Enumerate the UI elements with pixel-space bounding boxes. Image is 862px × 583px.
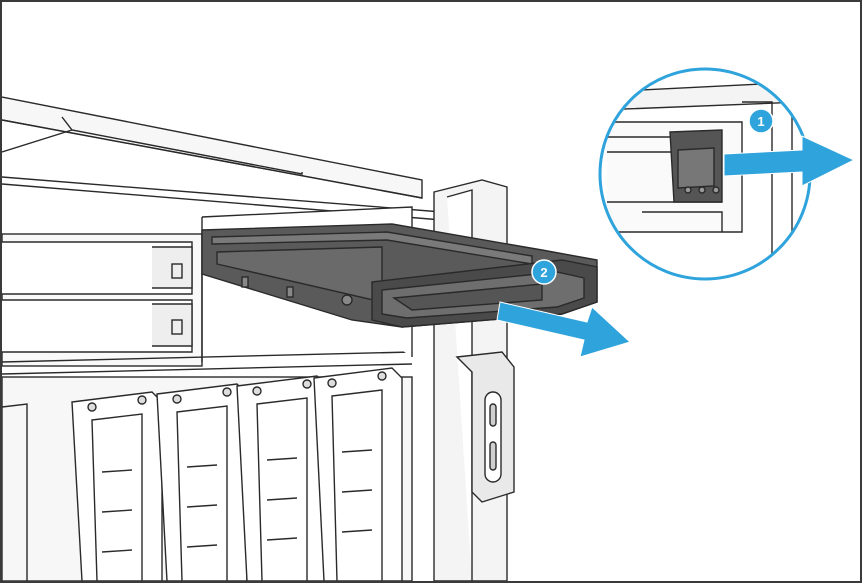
zoom-callout — [598, 67, 812, 281]
drive-bay-1 — [71, 391, 163, 581]
drive-bay-2 — [156, 383, 248, 581]
release-latch — [669, 129, 723, 203]
pull-arrow — [496, 301, 631, 358]
step-1-badge: 1 — [748, 108, 774, 134]
step-2-number: 2 — [540, 265, 547, 280]
chassis-top — [2, 96, 443, 221]
drive-tray — [201, 223, 598, 328]
lower-drive-bays — [2, 367, 413, 581]
tray-handle — [371, 259, 598, 328]
step-1-number: 1 — [757, 114, 764, 129]
unlock-arrow — [723, 135, 856, 187]
drive-bay-4 — [313, 367, 403, 581]
step-2-badge: 2 — [531, 259, 557, 285]
drive-bay-3 — [236, 375, 328, 581]
